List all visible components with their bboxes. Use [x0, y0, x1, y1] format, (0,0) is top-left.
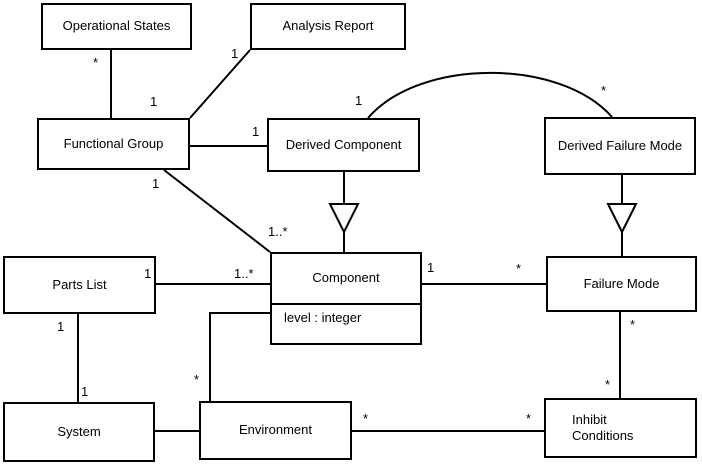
mult-system-partslist: 1	[81, 384, 89, 399]
mult-partslist-component: 1	[144, 266, 152, 281]
mult-dfm-dcomp: *	[601, 83, 607, 98]
mult-inhibit-fmode: *	[605, 377, 611, 392]
class-box-parts-list[interactable]: Parts List	[3, 256, 156, 314]
class-box-component[interactable]: Component level : integer	[270, 252, 422, 345]
mult-fg-component: 1	[152, 176, 160, 191]
class-name-system: System	[57, 423, 101, 439]
mult-env-component: *	[194, 372, 200, 387]
assoc-analysis-report-functional-group	[189, 49, 251, 119]
mult-inhibit-env: *	[526, 411, 532, 426]
class-box-derived-failure-mode[interactable]: Derived Failure Mode	[544, 117, 696, 175]
mult-env-inhibit: *	[363, 411, 369, 426]
class-box-functional-group[interactable]: Functional Group	[37, 118, 190, 170]
mult-fmode-component: *	[516, 261, 522, 276]
class-box-operational-states[interactable]: Operational States	[41, 3, 192, 50]
assoc-derived-component-derived-failure-mode	[367, 71, 613, 119]
class-name-parts-list: Parts List	[52, 276, 107, 292]
mult-dcomp-dfm: 1	[355, 93, 363, 108]
class-box-analysis-report[interactable]: Analysis Report	[250, 3, 406, 50]
class-box-inhibit-conditions[interactable]: Inhibit Conditions	[544, 398, 697, 458]
class-box-environment[interactable]: Environment	[199, 401, 352, 460]
mult-fg-derivedcomp: 1	[252, 124, 260, 139]
class-box-system[interactable]: System	[3, 402, 155, 462]
class-attributes-component: level : integer	[272, 303, 420, 343]
mult-fg-opstates: 1	[150, 94, 158, 109]
class-name-component: Component	[312, 270, 380, 286]
mult-report-fg: 1	[231, 46, 239, 61]
class-box-failure-mode[interactable]: Failure Mode	[546, 256, 697, 312]
mult-component-partslist: 1..*	[234, 266, 254, 281]
mult-component-fmode: 1	[427, 260, 435, 275]
class-name-failure-mode: Failure Mode	[583, 275, 660, 291]
class-name-analysis-report: Analysis Report	[282, 18, 374, 34]
gen-derived-component-component-triangle-icon	[328, 203, 360, 235]
mult-fmode-inhibit: *	[630, 317, 636, 332]
gen-derived-failure-mode-failure-mode-triangle-icon	[606, 203, 638, 235]
mult-component-fg: 1..*	[268, 224, 288, 239]
class-box-derived-component[interactable]: Derived Component	[267, 118, 420, 172]
class-name-environment: Environment	[239, 422, 312, 438]
class-name-derived-component: Derived Component	[285, 136, 402, 152]
class-name-operational-states: Operational States	[62, 18, 171, 34]
mult-opstates-fg: *	[93, 55, 99, 70]
class-name-derived-failure-mode: Derived Failure Mode	[557, 137, 683, 153]
assoc-functional-group-component	[163, 169, 271, 253]
class-name-functional-group: Functional Group	[63, 135, 164, 151]
assoc-environment-component	[209, 312, 270, 401]
class-name-inhibit-conditions: Inhibit Conditions	[572, 411, 634, 443]
mult-partslist-system: 1	[57, 319, 65, 334]
